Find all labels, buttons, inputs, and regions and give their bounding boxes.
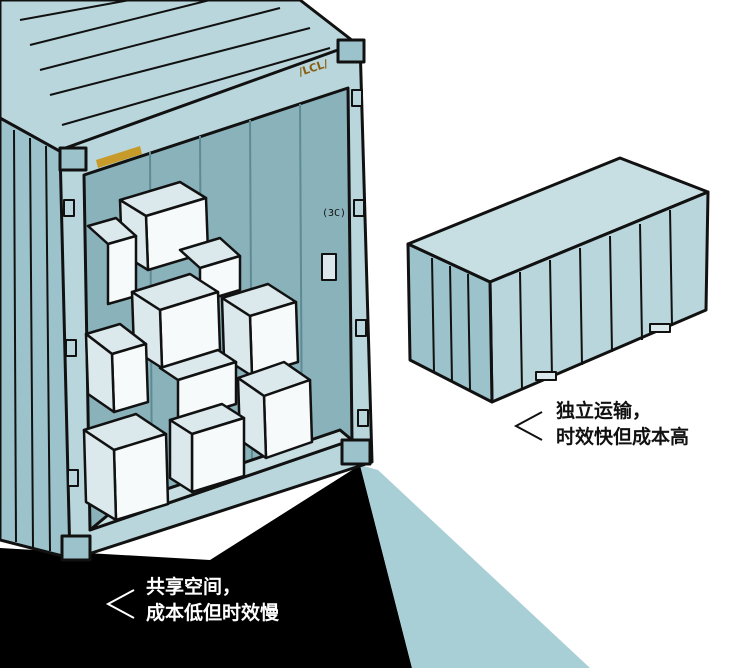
corner-casting-top-right — [336, 38, 366, 64]
cargo-box — [220, 282, 300, 378]
door-hinges — [63, 89, 369, 487]
corner-casting-top-left — [58, 146, 88, 172]
small-side-ribs — [519, 209, 673, 391]
corner-casting-bottom-left — [60, 534, 92, 562]
cargo-box — [82, 412, 170, 522]
door-marking: (3C) — [322, 208, 346, 219]
cargo-box — [168, 402, 246, 494]
cargo-box — [86, 216, 138, 306]
small-container-foot — [649, 323, 671, 333]
door-sign-plate — [321, 253, 337, 281]
cargo-box — [236, 360, 314, 460]
ground-shadow — [0, 465, 412, 668]
light-beam — [360, 465, 590, 668]
caption-line: 共享空间， — [146, 576, 242, 598]
side-wall-ribs — [13, 129, 51, 552]
hazard-stripes — [96, 146, 142, 168]
caption-line: 独立运输， — [556, 400, 652, 422]
chevron-left-icon — [105, 589, 135, 619]
caption-line: 成本低但时效慢 — [146, 602, 280, 624]
small-container-foot — [535, 371, 557, 381]
cargo-box — [84, 322, 150, 414]
dedicated-container — [406, 156, 710, 404]
caption-line: 时效快但成本高 — [556, 426, 690, 448]
chevron-left-icon — [513, 411, 543, 441]
corner-casting-bottom-right — [340, 438, 372, 466]
cargo-boxes — [82, 180, 314, 522]
dedicated-transport-caption: 独立运输， 时效快但成本高 — [556, 398, 689, 450]
shared-space-caption: 共享空间， 成本低但时效慢 — [146, 574, 279, 626]
roof-stripes — [19, 0, 331, 126]
small-door-bars — [431, 257, 471, 391]
